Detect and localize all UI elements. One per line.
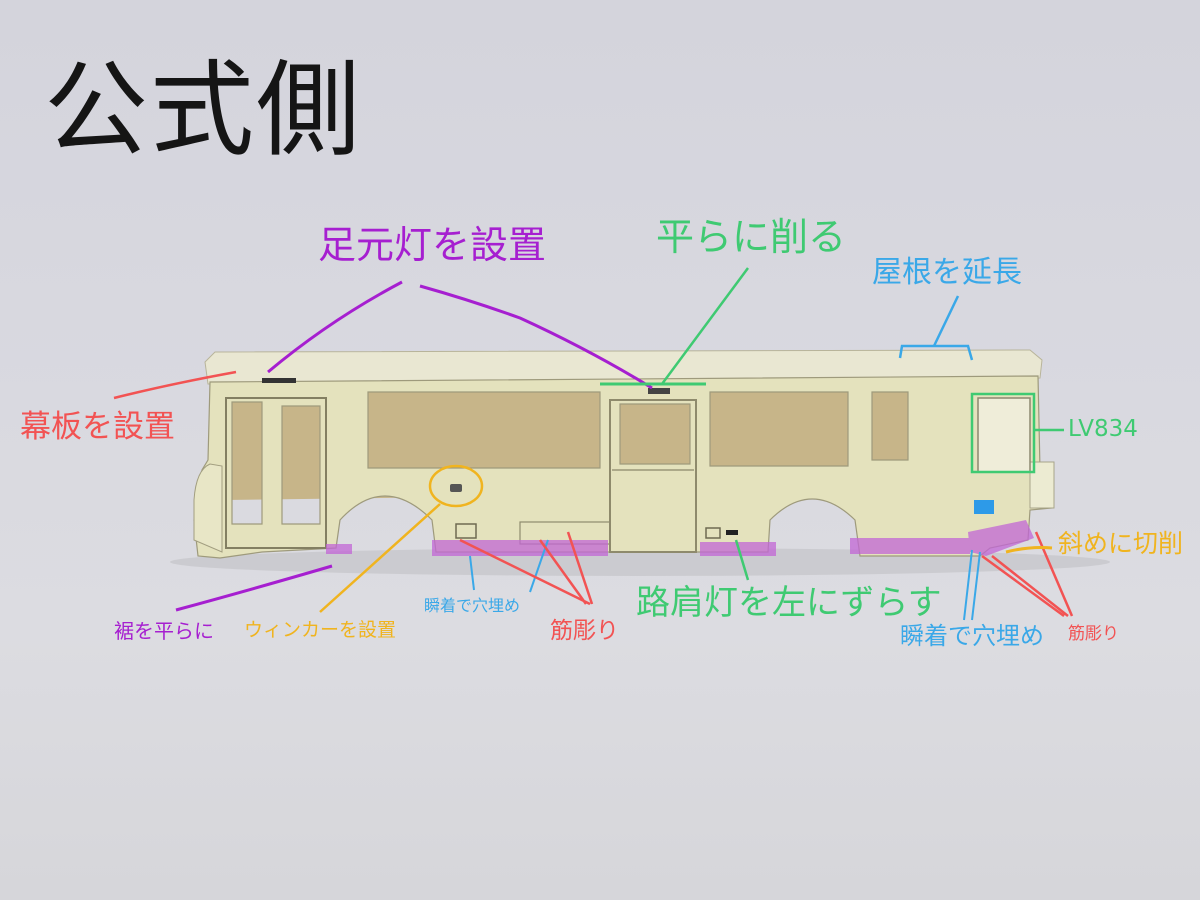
detail-panel-right bbox=[705, 527, 721, 539]
annotation-fill-holes-left: 瞬着で穴埋め bbox=[424, 596, 521, 615]
page-title: 公式側 bbox=[44, 49, 363, 171]
yellow-line-diagonal bbox=[1005, 546, 1053, 554]
bus-middle-door bbox=[609, 399, 697, 553]
annotation-panel-lines-left: 筋彫り bbox=[550, 618, 619, 644]
blue-line-fill-left bbox=[469, 555, 475, 591]
bus-roof bbox=[204, 349, 1043, 385]
annotation-shoulder-light: 路肩灯を左にずらす bbox=[636, 583, 942, 623]
annotation-lv-model: LV834 bbox=[1068, 416, 1138, 442]
purple-line-skirt bbox=[175, 564, 333, 612]
top-door-light bbox=[648, 388, 670, 394]
yellow-line-winker bbox=[319, 503, 441, 613]
header-board-slot bbox=[262, 378, 296, 383]
green-line-flatten bbox=[660, 267, 750, 385]
annotation-flatten-shave: 平らに削る bbox=[656, 215, 847, 259]
red-lines-right bbox=[981, 531, 1074, 618]
annotation-ashimoto-light: 足元灯を設置 bbox=[318, 223, 547, 267]
annotation-flatten-skirt: 裾を平らに bbox=[114, 619, 214, 643]
blue-line-fill-right bbox=[963, 549, 981, 621]
green-box-lv834 bbox=[970, 392, 1036, 474]
annotation-diagonal-cut: 斜めに切削 bbox=[1058, 529, 1184, 558]
bus-rear-window bbox=[977, 397, 1031, 473]
detail-slot bbox=[726, 530, 738, 535]
blue-marker bbox=[974, 500, 994, 514]
bus-body bbox=[193, 375, 1053, 559]
annotation-extend-roof: 屋根を延長 bbox=[872, 255, 1022, 290]
annotation-fill-holes-right: 瞬着で穴埋め bbox=[900, 622, 1044, 650]
purple-line-left bbox=[267, 280, 403, 374]
annotation-winker: ウィンカーを設置 bbox=[244, 619, 397, 641]
winker-bump bbox=[450, 484, 462, 492]
green-line-shoulder bbox=[734, 539, 750, 581]
bus-front-nose bbox=[193, 463, 223, 553]
annotation-header-board: 幕板を設置 bbox=[20, 409, 175, 445]
yellow-circle-winker bbox=[428, 464, 484, 508]
blue-line-roof bbox=[932, 295, 960, 347]
annotation-panel-lines-right: 筋彫り bbox=[1068, 624, 1119, 644]
detail-panel-left bbox=[455, 523, 477, 539]
red-lines-left bbox=[459, 531, 594, 606]
purple-line-right bbox=[419, 284, 653, 390]
bus-front-door bbox=[225, 397, 327, 549]
red-line-header bbox=[113, 370, 237, 400]
